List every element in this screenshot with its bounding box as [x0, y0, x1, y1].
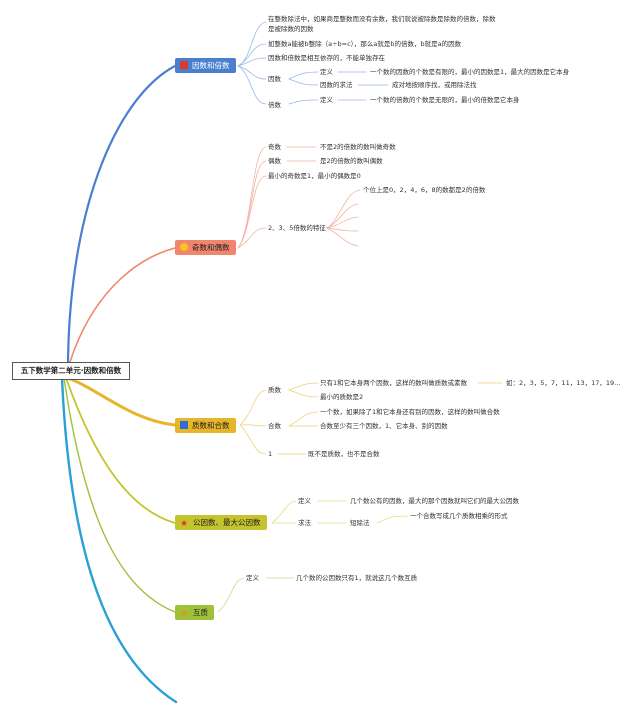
node-gcf-definition-text[interactable]: 几个数公有的因数，最大的那个因数就叫它们的最大公因数: [350, 497, 519, 505]
node-factor[interactable]: 因数: [268, 75, 281, 83]
topic-odd-and-even[interactable]: 奇数和偶数: [175, 240, 236, 255]
orange-star-icon: ★: [180, 609, 189, 619]
node-odd[interactable]: 奇数: [268, 143, 281, 151]
node-definition-line-2[interactable]: 是被除数的因数: [268, 25, 314, 33]
node-composite-definition[interactable]: 一个数，如果除了1和它本身还有别的因数，这样的数叫做合数: [320, 408, 500, 416]
node-coprime-definition-text[interactable]: 几个数的公因数只有1，就说这几个数互质: [296, 574, 418, 582]
node-multiple-definition-text[interactable]: 一个数的倍数的个数是无限的，最小的倍数是它本身: [370, 96, 520, 104]
topic-greatest-common-factor[interactable]: ★ 公因数、最大公因数: [175, 515, 267, 530]
node-divisibility-features[interactable]: 2、3、5倍数的特征: [268, 224, 326, 232]
node-multiple[interactable]: 倍数: [268, 101, 281, 109]
red-flag-icon: [180, 61, 188, 69]
node-factor-definition-text[interactable]: 一个数的因数的个数是有限的，最小的因数是1，最大的因数是它本身: [370, 68, 570, 76]
node-even[interactable]: 偶数: [268, 157, 281, 165]
node-factor-method-text[interactable]: 成对地按顺序找，或用除法找: [392, 81, 477, 89]
light-bulb-icon: [180, 243, 188, 251]
node-smallest-odd-even[interactable]: 最小的奇数是1，最小的偶数是0: [268, 172, 361, 180]
node-factor-definition[interactable]: 定义: [320, 68, 333, 76]
central-topic[interactable]: 五下数学第二单元·因数和倍数: [12, 362, 130, 380]
node-short-division-text[interactable]: 一个合数写成几个质数相乘的形式: [410, 512, 508, 520]
node-prime-examples[interactable]: 如：2，3，5，7，11，13，17，19...: [506, 379, 621, 387]
red-star-icon: ★: [180, 519, 189, 529]
node-gcf-method[interactable]: 求法: [298, 519, 311, 527]
topic-label: 奇数和偶数: [192, 243, 230, 252]
topic-label: 公因数、最大公因数: [193, 518, 261, 527]
node-factor-method[interactable]: 因数的求法: [320, 81, 353, 89]
node-even-text[interactable]: 是2的倍数的数叫偶数: [320, 157, 383, 165]
node-gcf-definition[interactable]: 定义: [298, 497, 311, 505]
node-definition-line-1[interactable]: 在整数除法中，如果商是整数而没有余数，我们就说被除数是除数的倍数，除数: [268, 15, 496, 23]
node-composite-factors[interactable]: 合数至少有三个因数，1、它本身、别的因数: [320, 422, 448, 430]
node-feature-of-2[interactable]: 个位上是0，2，4，6，8的数都是2的倍数: [363, 186, 486, 194]
node-smallest-prime[interactable]: 最小的质数是2: [320, 393, 364, 401]
node-one[interactable]: 1: [268, 450, 273, 458]
topic-label: 因数和倍数: [192, 61, 230, 70]
topic-factors-and-multiples[interactable]: 因数和倍数: [175, 58, 236, 73]
blue-flag-icon: [180, 421, 188, 429]
node-interdependent[interactable]: 因数和倍数是相互依存的，不能单独存在: [268, 54, 385, 62]
node-prime-definition[interactable]: 只有1和它本身两个因数，这样的数叫做质数或素数: [320, 379, 468, 387]
topic-label: 互质: [193, 608, 208, 617]
topic-prime-and-composite[interactable]: 质数和合数: [175, 418, 236, 433]
topic-coprime[interactable]: ★ 互质: [175, 605, 214, 620]
topic-label: 质数和合数: [192, 421, 230, 430]
node-multiple-definition[interactable]: 定义: [320, 96, 333, 104]
node-example[interactable]: 如整数a能被b整除（a÷b=c），那么a就是b的倍数，b就是a的因数: [268, 40, 462, 48]
node-coprime-definition[interactable]: 定义: [246, 574, 259, 582]
node-odd-text[interactable]: 不是2的倍数的数叫做奇数: [320, 143, 396, 151]
node-short-division[interactable]: 短除法: [350, 519, 370, 527]
node-composite[interactable]: 合数: [268, 422, 281, 430]
node-one-text[interactable]: 既不是质数，也不是合数: [308, 450, 380, 458]
node-prime[interactable]: 质数: [268, 386, 281, 394]
